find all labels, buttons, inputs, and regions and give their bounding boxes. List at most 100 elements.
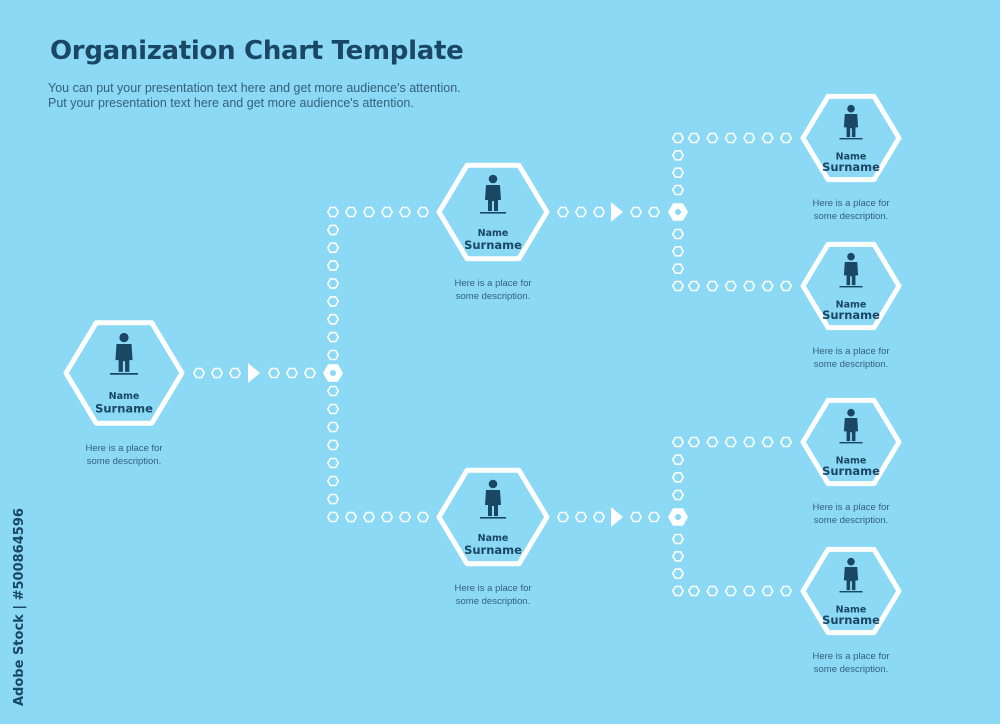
connector-dot xyxy=(671,228,685,240)
connector-dot xyxy=(671,471,685,483)
connector-dot xyxy=(326,313,340,325)
node-name-label: Name xyxy=(478,228,509,239)
connector-dot xyxy=(743,132,756,144)
connector-dot xyxy=(743,585,756,597)
person-icon xyxy=(839,104,863,140)
connector-dot xyxy=(743,280,756,292)
connector-dot xyxy=(671,568,685,580)
connector-dot xyxy=(228,367,242,379)
node-surname-label: Surname xyxy=(822,308,880,322)
person-icon xyxy=(480,174,506,214)
connector-dot xyxy=(362,206,376,218)
connector-dot xyxy=(574,206,588,218)
connector-dot xyxy=(267,367,281,379)
connector-dot xyxy=(671,150,685,161)
connector-dot xyxy=(779,132,793,144)
connector-dot xyxy=(326,511,340,523)
node-description-line: Here is a place for xyxy=(812,346,889,357)
person-icon xyxy=(110,332,138,375)
connector-dot xyxy=(706,436,719,448)
subtitle-line-1: You can put your presentation text here … xyxy=(48,81,461,95)
page-title: Organization Chart Template xyxy=(50,36,464,66)
node-hexagon xyxy=(436,162,550,262)
node-description-line: some description. xyxy=(456,291,530,302)
connector-dot xyxy=(344,511,358,523)
node-description-line: some description. xyxy=(87,456,161,467)
connector-dot xyxy=(326,331,340,343)
connector-dot xyxy=(743,436,756,448)
subtitle-line-2: Put your presentation text here and get … xyxy=(48,96,414,110)
connector-arrow xyxy=(248,363,260,383)
connector-dot xyxy=(647,206,661,218)
connector-dot xyxy=(706,132,719,144)
person-icon xyxy=(839,408,863,444)
node-description-line: Here is a place for xyxy=(812,651,889,662)
person-icon xyxy=(480,479,506,519)
connector-dot xyxy=(671,585,685,597)
connector-dot xyxy=(574,511,588,523)
connector-dot xyxy=(326,296,340,307)
connector-dot xyxy=(326,278,340,289)
junction-hole xyxy=(675,209,681,215)
connector-dot xyxy=(671,280,685,292)
connector-dot xyxy=(724,436,737,448)
connector-dot xyxy=(398,511,412,523)
connector-dot xyxy=(761,132,774,144)
junction-hole xyxy=(330,370,336,376)
connector-dot xyxy=(706,280,719,292)
connector-dot xyxy=(326,242,340,254)
node-description-line: some description. xyxy=(814,211,888,222)
connector-arrow xyxy=(611,202,623,222)
connector-dot xyxy=(556,206,570,218)
connector-dot xyxy=(724,585,737,597)
node-surname-label: Surname xyxy=(822,160,880,174)
connector-dot xyxy=(326,349,340,361)
node-description-line: Here is a place for xyxy=(454,278,531,289)
connector-dot xyxy=(671,246,685,257)
connector-dot xyxy=(192,367,206,379)
connector-dot xyxy=(687,132,701,144)
person-icon xyxy=(839,252,863,288)
junction-hole xyxy=(675,514,681,520)
connector-dot xyxy=(671,167,685,178)
node-description-line: some description. xyxy=(814,359,888,370)
connector-dot xyxy=(326,224,340,236)
connector-dot xyxy=(779,585,793,597)
connector-dot xyxy=(416,206,430,218)
node-description-line: some description. xyxy=(814,515,888,526)
connector-dot xyxy=(671,184,685,196)
connector-dot xyxy=(724,280,737,292)
connector-dot xyxy=(303,367,317,379)
node-name-label: Name xyxy=(836,455,867,466)
connector-dot xyxy=(671,533,685,545)
page-subtitle: You can put your presentation text here … xyxy=(48,81,568,111)
node-surname-label: Surname xyxy=(464,543,522,557)
connector-dot xyxy=(380,511,394,523)
connector-dot xyxy=(629,206,643,218)
node-description-line: some description. xyxy=(814,664,888,675)
connector-dot xyxy=(326,260,340,271)
connector-dot xyxy=(706,585,719,597)
connector-dot xyxy=(629,511,643,523)
connector-dot xyxy=(326,385,340,397)
connector-dot xyxy=(285,367,299,379)
connector-dot xyxy=(326,206,340,218)
node-name-label: Name xyxy=(836,299,867,310)
watermark-label: Adobe Stock | #500864596 xyxy=(12,508,27,706)
connector-dot xyxy=(647,511,661,523)
node-description-line: Here is a place for xyxy=(812,198,889,209)
connector-dot xyxy=(380,206,394,218)
node-surname-label: Surname xyxy=(822,613,880,627)
person-icon xyxy=(839,557,863,593)
connector-dot xyxy=(592,206,606,218)
connector-dot xyxy=(398,206,412,218)
connector-dot xyxy=(779,436,793,448)
connector-dot xyxy=(724,132,737,144)
connector-dot xyxy=(326,493,340,505)
